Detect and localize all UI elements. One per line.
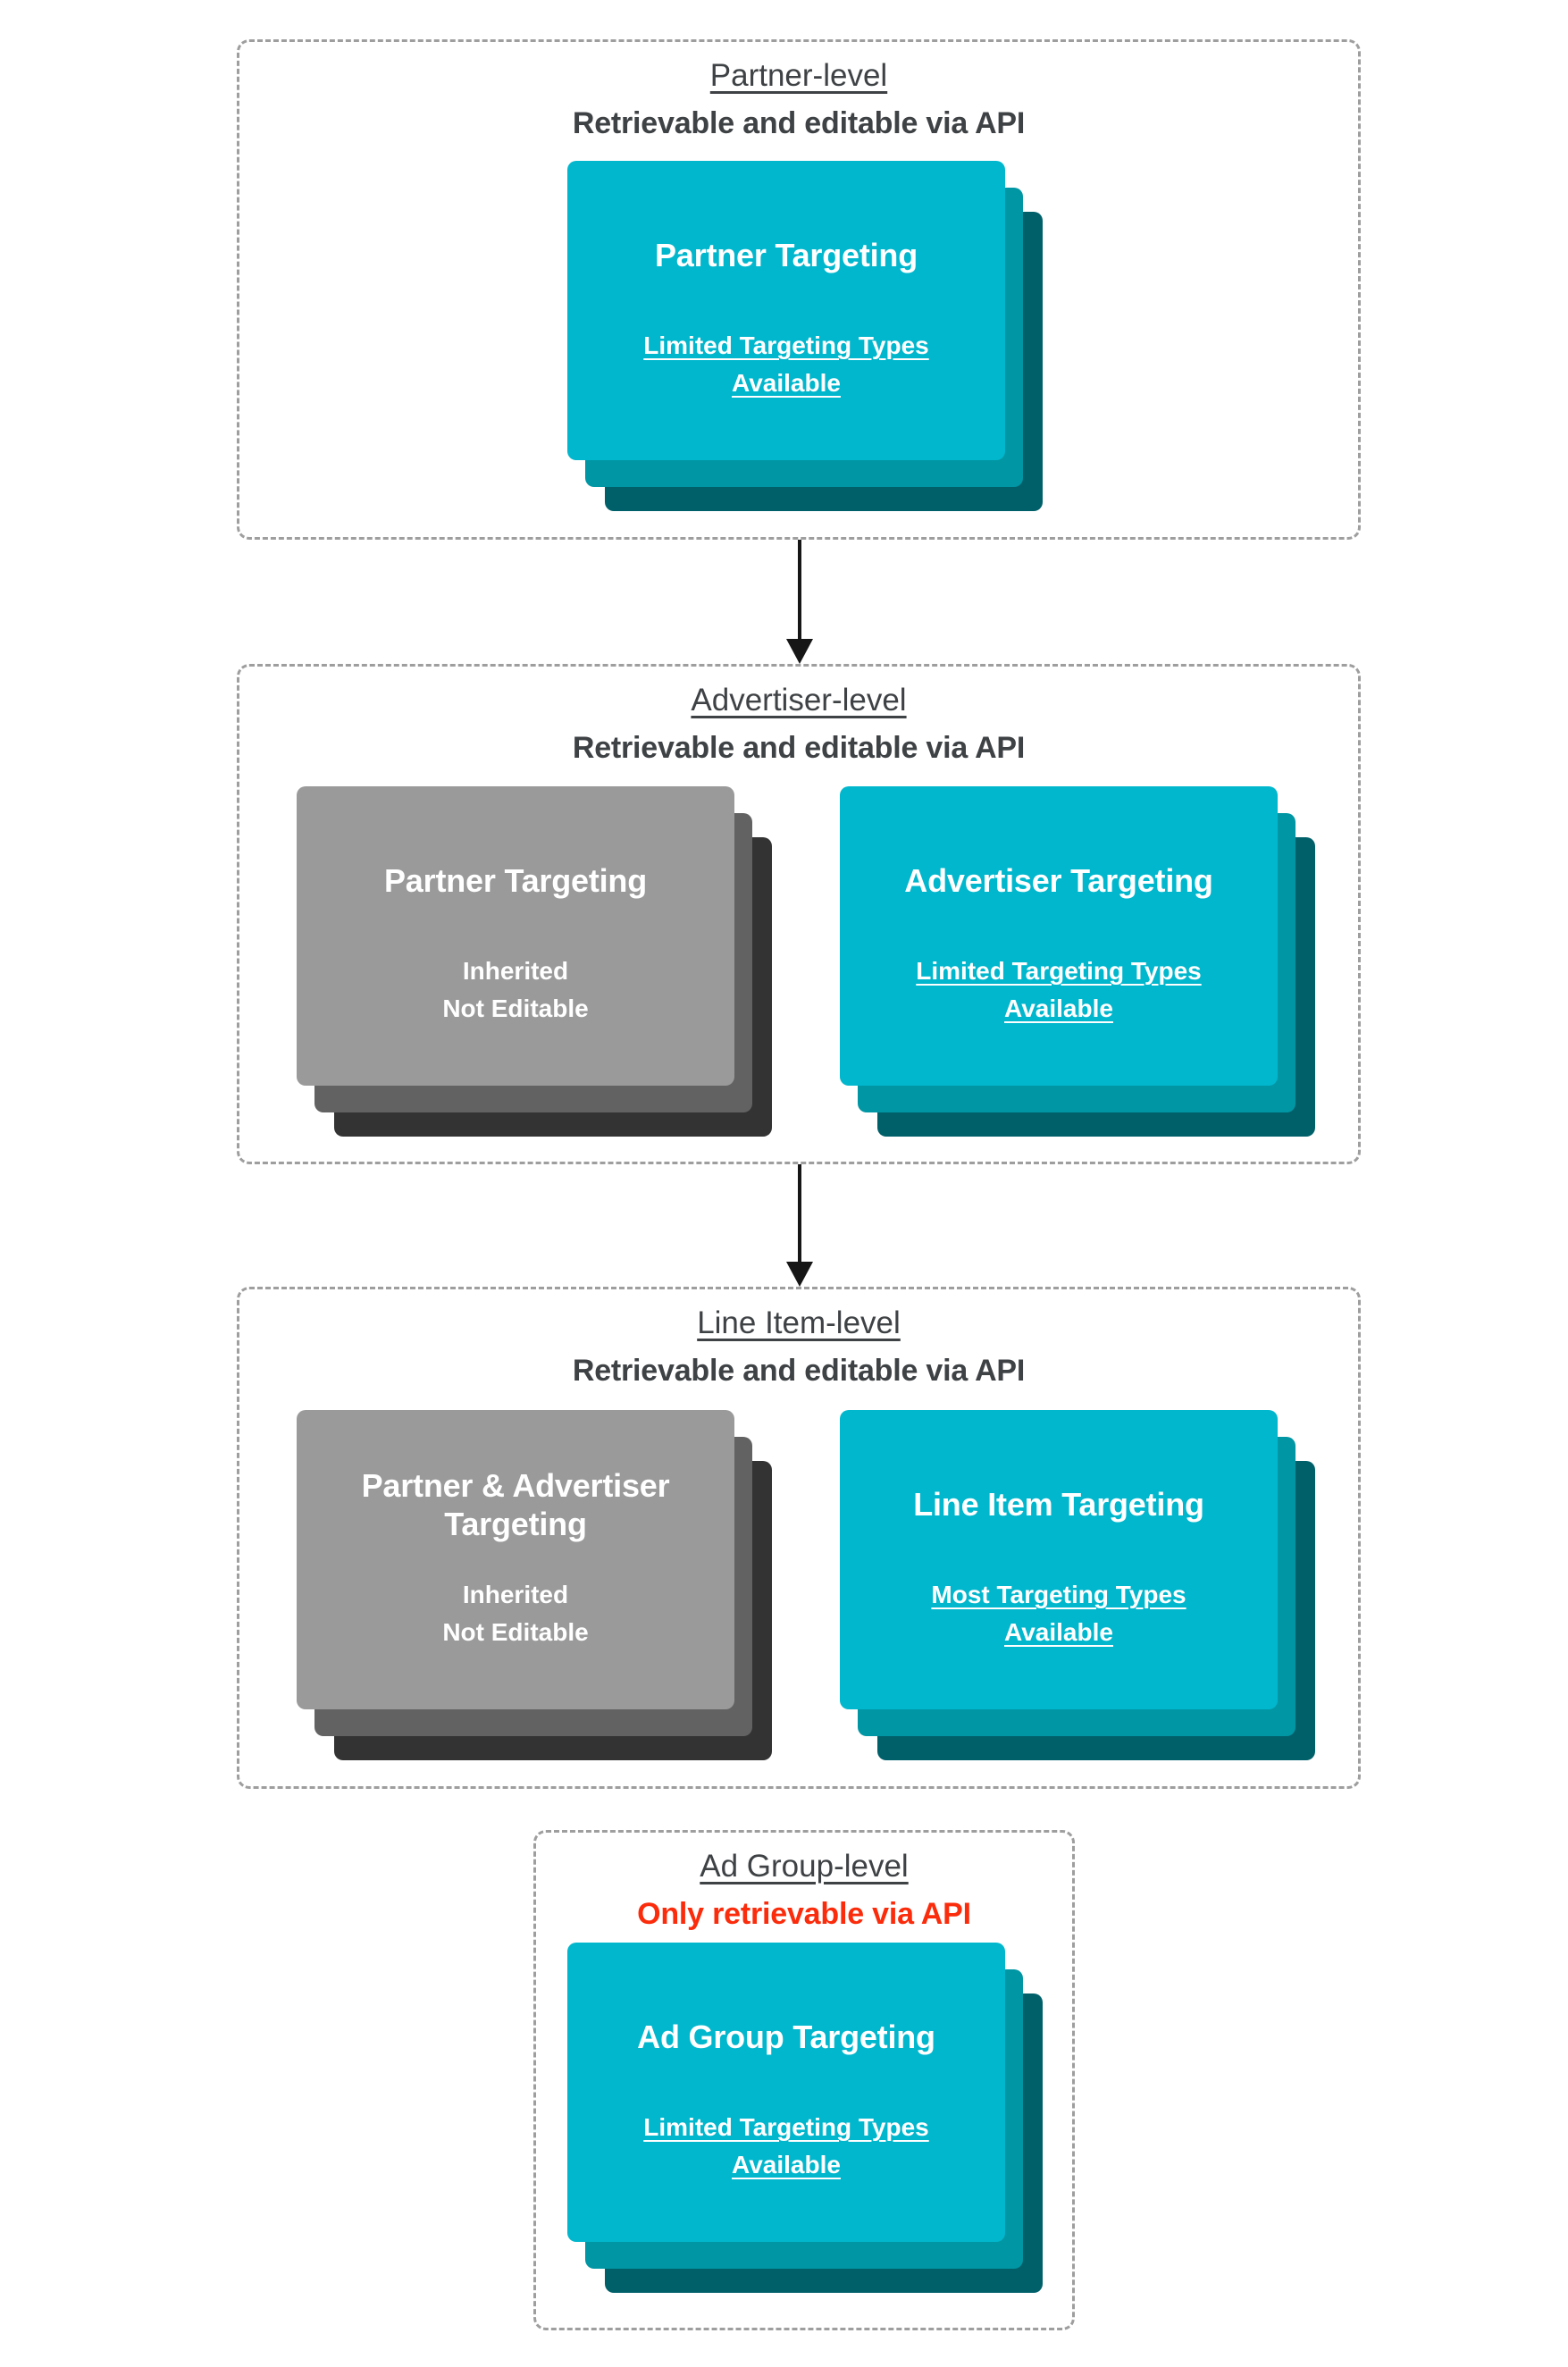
section-advertiser-level: Advertiser-level Retrievable and editabl… [237,664,1361,1164]
card-title: Advertiser Targeting [904,862,1213,900]
section-header: Ad Group-level Only retrievable via API [536,1845,1072,1934]
card-subtext: Most Targeting Types Available [931,1581,1186,1646]
card-title: Ad Group Targeting [637,2019,935,2056]
section-title: Advertiser-level [691,683,907,718]
section-subtitle: Retrievable and editable via API [572,1354,1026,1389]
card-title: Partner Targeting [655,237,918,274]
card-face: Ad Group Targeting Limited Targeting Typ… [567,1943,1005,2242]
section-ad-group-level: Ad Group-level Only retrievable via API … [533,1830,1075,2330]
card-title: Partner Targeting [384,862,647,900]
card-title: Line Item Targeting [913,1486,1204,1523]
arrow-head [786,1262,813,1287]
section-header: Advertiser-level Retrievable and editabl… [239,679,1358,768]
section-title: Ad Group-level [700,1849,909,1884]
arrow-shaft [798,1164,801,1262]
section-subtitle: Only retrievable via API [637,1897,971,1932]
card-face: Partner Targeting Limited Targeting Type… [567,161,1005,460]
section-partner-level: Partner-level Retrievable and editable v… [237,39,1361,540]
section-header: Line Item-level Retrievable and editable… [239,1302,1358,1390]
card-face: Advertiser Targeting Limited Targeting T… [840,786,1278,1086]
section-subtitle: Retrievable and editable via API [572,106,1026,141]
card-face: Partner Targeting Inherited Not Editable [297,786,734,1086]
section-title: Partner-level [709,58,888,93]
card-partner-targeting-inherited: Partner Targeting Inherited Not Editable [297,786,772,1137]
card-partner-targeting: Partner Targeting Limited Targeting Type… [567,161,1043,511]
card-title: Partner & Advertiser Targeting [361,1466,670,1542]
card-advertiser-targeting: Advertiser Targeting Limited Targeting T… [840,786,1315,1137]
card-subtext: Inherited Not Editable [442,957,589,1022]
arrow-shaft [798,540,801,639]
arrow-head [786,639,813,664]
card-partner-advertiser-targeting-inherited: Partner & Advertiser Targeting Inherited… [297,1410,772,1760]
card-ad-group-targeting: Ad Group Targeting Limited Targeting Typ… [567,1943,1043,2293]
section-title: Line Item-level [697,1305,901,1340]
arrow-down-icon [786,1164,813,1287]
card-subtext: Limited Targeting Types Available [643,332,929,397]
card-line-item-targeting: Line Item Targeting Most Targeting Types… [840,1410,1315,1760]
card-face: Line Item Targeting Most Targeting Types… [840,1410,1278,1709]
section-subtitle: Retrievable and editable via API [572,731,1026,766]
section-line-item-level: Line Item-level Retrievable and editable… [237,1287,1361,1789]
card-subtext: Inherited Not Editable [442,1581,589,1646]
section-header: Partner-level Retrievable and editable v… [239,55,1358,143]
card-subtext: Limited Targeting Types Available [916,957,1202,1022]
card-subtext: Limited Targeting Types Available [643,2113,929,2178]
card-face: Partner & Advertiser Targeting Inherited… [297,1410,734,1709]
arrow-down-icon [786,540,813,664]
